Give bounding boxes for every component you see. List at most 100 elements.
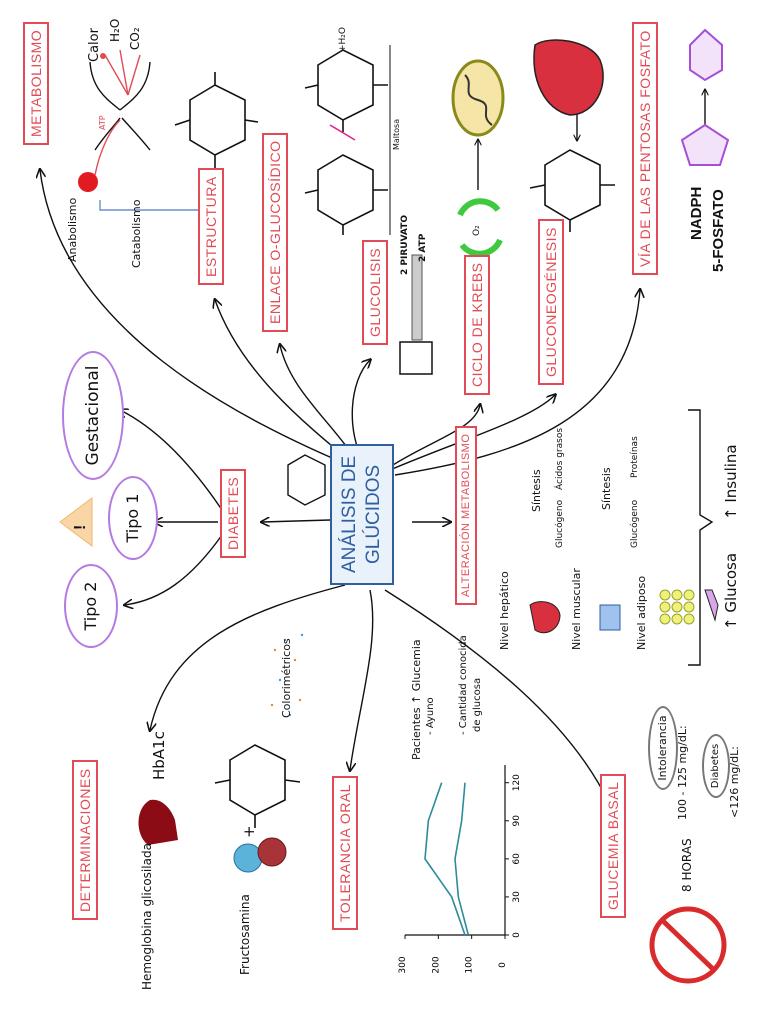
glucosa-label: ↑ Glucosa [722, 552, 740, 630]
colorimetric-dots-icon [270, 633, 304, 717]
glucose-meter-icon [704, 589, 719, 622]
liver-small-icon [529, 601, 561, 634]
connector-determinaciones [150, 584, 346, 730]
glycolysis-cube [399, 341, 433, 375]
branch-krebs[interactable]: CICLO DE KREBS [464, 254, 490, 395]
sintesis2-label: Síntesis [600, 467, 613, 510]
branch-glucemia-basal[interactable]: GLUCEMIA BASAL [600, 773, 626, 918]
colorimetricos-label: Colorimétricos [280, 638, 293, 718]
adipose-icon [659, 589, 695, 625]
chart-y-tick-label: 200 [431, 956, 441, 973]
hba1c-label: HbA1c [150, 731, 168, 780]
calor-label: Calor [87, 28, 102, 62]
branch-enlace-label: ENLACE O-GLUCOSÍDICO [267, 140, 283, 324]
central-node[interactable]: ANÁLISIS DE GLÚCIDOS [330, 443, 394, 585]
branch-diabetes-label: DIABETES [225, 476, 241, 550]
branch-diabetes[interactable]: DIABETES [220, 468, 246, 558]
branch-glucolisis-label: GLUCOLISIS [367, 247, 383, 337]
chart-y-tick-label: 100 [465, 956, 475, 973]
connector-pentosas [394, 290, 640, 476]
oval-tipo2[interactable]: Tipo 2 [64, 564, 118, 648]
chart-y-tick-label: 0 [498, 962, 508, 968]
chart-x-tick-label: 0 [512, 932, 522, 938]
hemoglobina-label: Hemoglobina glicosilada [140, 843, 154, 990]
cantidad1-label: - Cantidad conocida [458, 635, 469, 735]
muscular-label: Nivel muscular [570, 568, 583, 650]
branch-enlace[interactable]: ENLACE O-GLUCOSÍDICO [262, 132, 288, 332]
h2o-enlace-label: +H₂O [338, 26, 348, 52]
warning-mark: ! [72, 524, 89, 530]
branch-estructura[interactable]: ESTRUCTURA [198, 168, 224, 285]
o2-label: O₂ [472, 225, 482, 236]
chart-series-line-1 [454, 782, 470, 936]
connector-gestacional [120, 410, 223, 511]
branch-alteracion-label: ALTERACIÓN METABOLISMO [460, 433, 472, 597]
horas-label: 8 HORAS [680, 838, 694, 892]
branch-glucemia-basal-label: GLUCEMIA BASAL [605, 781, 621, 910]
oval-gestacional[interactable]: Gestacional [62, 351, 124, 480]
maltosa-label: Maltosa [392, 118, 401, 150]
acidos-label: Ácidos grasos [555, 427, 565, 490]
branch-metabolismo-label: METABOLISMO [28, 29, 44, 137]
fructosamina-label: Fructosamina [238, 894, 252, 975]
hepatico-label: Nivel hepático [498, 571, 511, 650]
insulina-label: ↑ Insulina [722, 444, 740, 520]
chart-x-tick-label: 30 [512, 891, 522, 903]
connector-tipo2 [125, 534, 223, 605]
muscle-icon [599, 604, 621, 631]
branch-tolerancia[interactable]: TOLERANCIA ORAL [332, 776, 358, 930]
piruvato-label: 2 PIRUVATO [400, 215, 410, 275]
gluconeogenesis-structure [529, 149, 615, 232]
connector-glucemia-basal [384, 589, 610, 805]
chart-y-tick-label: 300 [398, 956, 408, 973]
branch-tolerancia-label: TOLERANCIA ORAL [337, 784, 353, 922]
fructosamina-blob-red [257, 837, 287, 867]
blood-drop-icon [138, 799, 178, 845]
ayuno-label: - Ayuno [425, 697, 436, 735]
branch-krebs-label: CICLO DE KREBS [469, 262, 485, 387]
glucogeno2-label: Glucógeno [630, 499, 640, 548]
chart-series-line-0 [424, 782, 466, 936]
central-title-line1: ANÁLISIS DE [339, 455, 360, 573]
central-glucose-icon [287, 454, 326, 506]
adiposo-label: Nivel adiposo [635, 575, 648, 650]
branch-gluconeogenesis[interactable]: GLUCONEOGÉNESIS [538, 219, 564, 385]
pacientes-label: Pacientes ↑ Glucemia [410, 639, 423, 760]
pentagon-icon [680, 123, 730, 166]
connector-tolerancia [350, 589, 374, 770]
glycolysis-bar [411, 254, 423, 341]
diabetes-oval: Diabetes [702, 734, 730, 798]
warning-triangle-icon [59, 497, 93, 547]
branch-pentosas[interactable]: VÍA DE LAS PENTOSAS FOSFATO [632, 22, 658, 275]
diabetes-gb-label: Diabetes [710, 743, 721, 789]
fructosamina-structure [214, 744, 301, 828]
oval-tipo1[interactable]: Tipo 1 [108, 476, 158, 560]
central-title-line2: GLÚCIDOS [363, 464, 384, 565]
catabolismo-label: Catabolismo [130, 199, 143, 268]
branch-determinaciones[interactable]: DETERMINACIONES [72, 760, 98, 920]
fosfato-label: 5-FOSFATO [710, 189, 727, 272]
liver-icon [533, 39, 604, 116]
rango1-label: 100 - 125 mg/dL: [676, 725, 689, 820]
intolerancia-label: Intolerancia [656, 715, 669, 781]
branch-alteracion[interactable]: ALTERACIÓN METABOLISMO [455, 425, 477, 605]
branch-glucolisis[interactable]: GLUCOLISIS [362, 239, 388, 345]
glucose-structure [174, 72, 259, 168]
rango2-label: <126 mg/dL: [728, 746, 741, 818]
intolerancia-oval: Intolerancia [648, 706, 678, 790]
chart-x-tick-label: 120 [512, 774, 522, 791]
branch-estructura-label: ESTRUCTURA [203, 176, 219, 277]
maltose-structure-bottom [304, 154, 388, 235]
krebs-cycle-icon [457, 198, 503, 257]
sintesis1-label: Síntesis [530, 469, 543, 512]
branch-metabolismo[interactable]: METABOLISMO [23, 21, 49, 145]
co2-label: CO₂ [128, 27, 142, 50]
connector-diabetes [262, 520, 331, 522]
gestacional-label: Gestacional [83, 365, 103, 466]
tipo2-label: Tipo 2 [81, 581, 100, 631]
connector-gluconeogenesis [389, 395, 555, 471]
plus-label: + [240, 825, 258, 838]
hexagon-icon [689, 28, 723, 82]
